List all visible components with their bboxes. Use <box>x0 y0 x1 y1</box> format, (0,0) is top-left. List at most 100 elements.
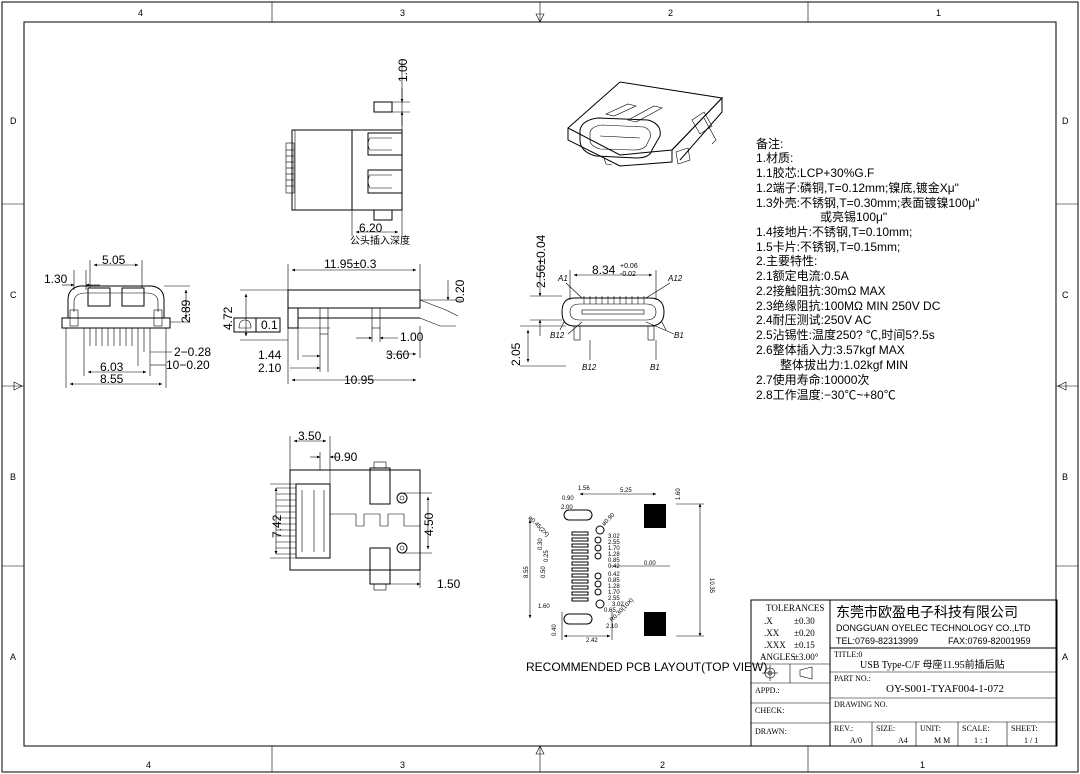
top-view-dim-6.20: 6.20 <box>359 221 383 235</box>
front-view-pins <box>83 328 151 346</box>
zone-left-A: A <box>10 652 16 662</box>
pcb-label-3.02-top: 3.02 <box>608 534 620 540</box>
top-view-caption: 公头插入深度 <box>350 234 410 247</box>
pcb-label-1.28-bottom: 1.28 <box>608 584 620 590</box>
pcb-layout: 1.56 2.00 0.90 5.25 1.60 ø0.90 ø0.45(2X)… <box>524 486 767 674</box>
zone-right-B: B <box>1062 472 1068 482</box>
notes-line-1.1: 1.1胶芯:LCP+30%G.F <box>756 165 874 180</box>
drawn-label: DRAWN: <box>755 727 787 736</box>
side-view-dim-2.10: 2.10 <box>258 361 282 375</box>
zone-right-D: D <box>1062 116 1069 126</box>
pcb-dim-1.60-top: 1.60 <box>676 488 682 500</box>
zone-bottom-1: 1 <box>920 760 925 770</box>
title-block: TOLERANCES .X ±0.30 .XX ±0.20 .XXX ±0.15… <box>750 599 1058 747</box>
pcb-dim-2.00: 2.00 <box>561 505 573 511</box>
tolerances-title: TOLERANCES <box>766 603 824 613</box>
front-view: 5.05 1.30 2.89 2−0.28 10−0.20 6.03 8.55 <box>44 253 211 388</box>
pcb-dim-0.50: 0.50 <box>541 566 547 578</box>
size-value: A4 <box>898 736 908 745</box>
front-view-dim-5.05: 5.05 <box>102 253 126 267</box>
pcb-dim-0.00: 0.00 <box>644 561 656 567</box>
pcb-label-0.85-bottom: 0.85 <box>608 578 620 584</box>
notes-line-2.4: 2.4耐压测试:250V AC <box>756 312 872 327</box>
pcb-label-0.42-top: 0.42 <box>608 564 620 570</box>
tolerance-angles-key: ANGLES <box>760 652 796 662</box>
pcb-dim-5.25: 5.25 <box>620 488 632 494</box>
pcb-label-0.85-top: 0.85 <box>608 558 620 564</box>
pcb-dim-0.40: 0.40 <box>552 624 558 636</box>
bottom-view-dim-3.50: 3.50 <box>298 429 322 443</box>
notes-line-1.5: 1.5卡片:不锈钢,T=0.15mm; <box>756 240 900 254</box>
sheet-value: 1 / 1 <box>1024 736 1038 745</box>
end-view-tol-upper: +0.06 <box>620 263 638 270</box>
end-view-label-A1: A1 <box>557 274 568 283</box>
title-value: USB Type-C/F 母座11.95前插后贴 <box>860 658 1005 671</box>
rev-label: REV.: <box>834 724 853 733</box>
front-view-dim-8.55: 8.55 <box>100 372 124 386</box>
company-name-en: DONGGUAN OYELEC TECHNOLOGY CO.,LTD <box>836 623 1031 633</box>
tolerance-xx-key: .XX <box>764 628 780 638</box>
pcb-holes <box>594 525 605 609</box>
part-no-label: PART NO.: <box>834 674 871 683</box>
end-view-label-B1-lower: B1 <box>650 363 660 372</box>
bottom-view-dim-0.90: 0.90 <box>334 450 358 464</box>
front-view-dim-1.30: 1.30 <box>44 272 68 286</box>
side-view-dim-1.00: 1.00 <box>400 330 424 344</box>
part-no-value: OY-S001-TYAF004-1-072 <box>886 683 1004 695</box>
front-view-dim-6.03: 6.03 <box>100 360 124 374</box>
notes-line-2.8: 2.8工作温度:−30℃~+80℃ <box>756 387 896 402</box>
scale-value: 1 : 1 <box>974 736 988 745</box>
pcb-dim-2.10: 2.10 <box>606 624 618 630</box>
zone-left-C: C <box>10 290 17 300</box>
zone-left-B: B <box>10 472 16 482</box>
end-view-label-A12: A12 <box>667 274 683 283</box>
zone-top-2: 2 <box>668 8 673 18</box>
size-label: SIZE: <box>876 724 895 733</box>
pcb-label-0.42-bottom: 0.42 <box>608 572 620 578</box>
end-view-label-B1: B1 <box>674 331 684 340</box>
notes-line-1.2: 1.2端子:磷铜,T=0.12mm;镍底,镀金Xμ" <box>756 180 959 195</box>
notes-line-1.3b: 或亮锡100μ" <box>820 209 887 224</box>
bottom-view-dim-1.50: 1.50 <box>437 577 461 591</box>
pcb-caption: RECOMMENDED PCB LAYOUT(TOP VIEW) <box>526 660 767 674</box>
rev-value: A/0 <box>850 736 862 745</box>
pcb-label-1.70-top: 1.70 <box>608 546 620 552</box>
appd-label: APPD.: <box>755 686 780 695</box>
notes-line-1.4: 1.4接地片:不锈钢,T=0.10mm; <box>756 224 912 239</box>
pcb-dim-8.55: 8.55 <box>524 566 530 578</box>
top-view: 1.00 6.20 公头插入深度 <box>285 58 410 247</box>
drawing-no-label: DRAWING NO. <box>834 700 888 709</box>
notes-line-2.6: 2.6整体插入力:3.57kgf MAX <box>756 342 905 357</box>
pcb-dim-0.30: 0.30 <box>538 538 544 550</box>
notes-title: 备注: <box>756 136 783 151</box>
zone-left-D: D <box>10 116 17 126</box>
pcb-dim-0.25: 0.25 <box>544 550 550 562</box>
notes-line-2.3: 2.3绝缘阻抗:100MΩ MIN 250V DC <box>756 298 941 313</box>
end-view-dim-2.05: 2.05 <box>509 342 523 366</box>
pcb-dim-2.42: 2.42 <box>586 638 598 644</box>
zone-bottom-2: 2 <box>660 760 665 770</box>
notes: 备注: 1.材质: 1.1胶芯:LCP+30%G.F 1.2端子:磷铜,T=0.… <box>756 136 980 402</box>
end-view-dim-2.56: 2.56±0.04 <box>534 234 548 288</box>
sheet-label: SHEET: <box>1011 724 1038 733</box>
zone-right-C: C <box>1062 290 1069 300</box>
side-view-dim-3.60: 3.60 <box>386 348 410 362</box>
isometric-view <box>567 81 724 167</box>
tolerance-x-key: .X <box>764 616 773 626</box>
notes-line-2.6b: 整体拔出力:1.02kgf MIN <box>780 357 908 372</box>
bottom-view: 3.50 0.90 7.42 4.50 1.50 <box>270 429 461 591</box>
front-view-dim-10-0.20: 10−0.20 <box>166 358 210 372</box>
projection-symbol-icon <box>762 665 813 681</box>
end-view-dim-8.34: 8.34 <box>592 263 616 277</box>
pcb-pads <box>571 531 589 602</box>
side-view: 11.95±0.3 0.20 4.72 0.1 1.00 3.60 1.44 <box>221 257 467 387</box>
notes-line-2.5: 2.5沾锡性:温度250? ℃,时间5?.5s <box>756 327 935 342</box>
pcb-dim-10.35: 10.35 <box>708 578 714 594</box>
side-view-flatness: 0.1 <box>261 318 278 332</box>
pcb-dim-0.90: 0.90 <box>562 496 574 502</box>
pcb-right-labels: 3.02 2.55 1.70 1.28 0.85 0.42 0.42 0.85 … <box>608 534 624 608</box>
end-view-label-B12: B12 <box>550 331 565 340</box>
front-view-dim-2.89: 2.89 <box>179 299 193 323</box>
